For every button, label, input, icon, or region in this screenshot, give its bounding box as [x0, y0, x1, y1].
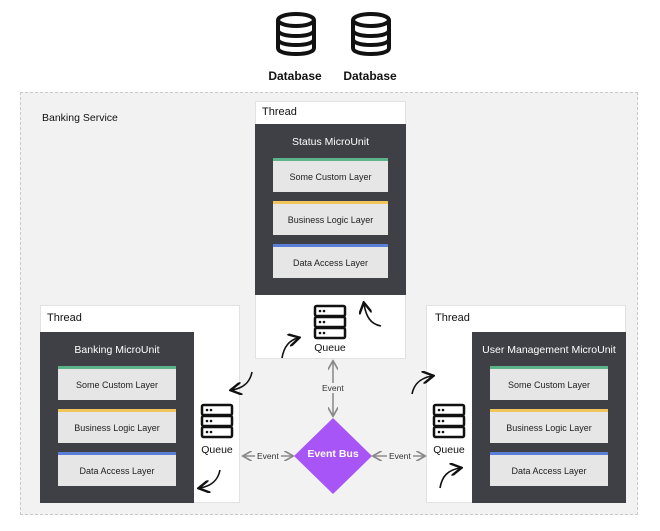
banking-microunit: Banking MicroUnit Some Custom Layer Busi… — [40, 332, 194, 503]
unit-title: Banking MicroUnit — [74, 344, 160, 356]
queue-label: Queue — [433, 444, 465, 456]
database-icon — [276, 12, 316, 56]
queue-label: Queue — [314, 342, 346, 354]
business-logic-layer: Business Logic Layer — [273, 201, 388, 235]
thread-label: Thread — [262, 106, 297, 118]
status-microunit: Status MicroUnit Some Custom Layer Busin… — [255, 124, 406, 295]
thread-label: Thread — [47, 312, 82, 324]
business-logic-layer: Business Logic Layer — [490, 409, 608, 443]
user-management-microunit: User Management MicroUnit Some Custom La… — [472, 332, 626, 503]
unit-title: User Management MicroUnit — [482, 344, 616, 356]
custom-layer: Some Custom Layer — [273, 158, 388, 192]
queue-icon — [432, 403, 466, 439]
queue-icon — [313, 304, 347, 340]
data-access-layer: Data Access Layer — [273, 244, 388, 278]
service-label: Banking Service — [42, 112, 118, 124]
database-label: Database — [343, 69, 397, 83]
database-label: Database — [268, 69, 322, 83]
business-logic-layer: Business Logic Layer — [58, 409, 176, 443]
queue-icon — [200, 403, 234, 439]
unit-title: Status MicroUnit — [291, 136, 370, 148]
data-access-layer: Data Access Layer — [490, 452, 608, 486]
custom-layer: Some Custom Layer — [490, 366, 608, 400]
queue-label: Queue — [201, 444, 233, 456]
thread-label: Thread — [435, 312, 470, 324]
event-label-top: Event — [320, 383, 346, 393]
custom-layer: Some Custom Layer — [58, 366, 176, 400]
data-access-layer: Data Access Layer — [58, 452, 176, 486]
event-bus-label: Event Bus — [307, 448, 359, 460]
event-label-left: Event — [255, 451, 281, 461]
database-icon — [351, 12, 391, 56]
event-label-right: Event — [387, 451, 413, 461]
